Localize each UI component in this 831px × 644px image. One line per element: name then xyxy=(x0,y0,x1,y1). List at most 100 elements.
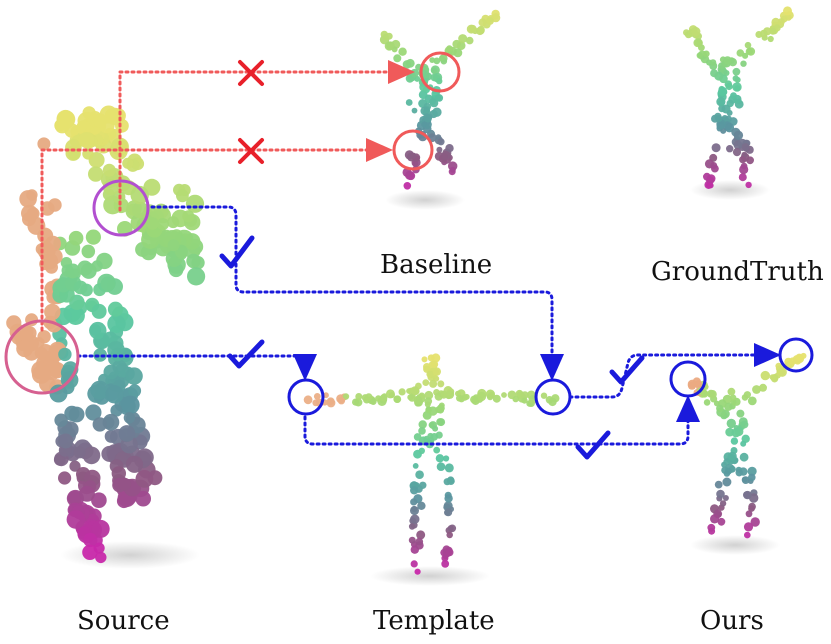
point xyxy=(468,24,477,33)
point xyxy=(81,244,96,259)
point xyxy=(85,404,102,421)
point xyxy=(741,143,750,151)
point xyxy=(733,130,744,140)
point xyxy=(406,388,412,394)
point xyxy=(716,489,725,499)
ours-point-cloud xyxy=(687,352,807,539)
point xyxy=(421,121,427,128)
point xyxy=(452,39,461,49)
point xyxy=(710,514,720,524)
point xyxy=(740,440,747,447)
point xyxy=(736,409,745,418)
point xyxy=(46,248,63,265)
point xyxy=(711,143,721,153)
point xyxy=(410,560,418,568)
point xyxy=(746,47,756,56)
point xyxy=(176,189,189,203)
source-hand-circle xyxy=(4,319,80,395)
point xyxy=(741,476,748,483)
source-label: Source xyxy=(77,606,170,636)
point xyxy=(410,152,417,159)
point xyxy=(408,536,416,544)
point xyxy=(91,519,110,538)
point xyxy=(732,67,741,76)
point xyxy=(92,417,108,432)
point xyxy=(393,395,402,404)
point xyxy=(122,157,134,169)
point xyxy=(49,362,61,374)
point xyxy=(732,75,739,82)
point xyxy=(185,194,205,213)
point xyxy=(111,466,127,481)
point xyxy=(492,394,501,403)
ground-truth-label: GroundTruth xyxy=(651,257,824,287)
point xyxy=(445,390,453,398)
point xyxy=(125,455,144,473)
point xyxy=(440,390,448,398)
point xyxy=(82,446,101,465)
point xyxy=(730,394,737,401)
point xyxy=(425,439,434,449)
point xyxy=(73,446,86,459)
point xyxy=(788,357,797,366)
point xyxy=(430,360,439,369)
point xyxy=(439,55,445,62)
point xyxy=(548,397,557,407)
template-label: Template xyxy=(373,606,495,636)
point xyxy=(418,420,427,429)
point xyxy=(719,500,727,507)
point xyxy=(432,425,439,432)
point xyxy=(747,466,757,476)
point xyxy=(711,164,719,173)
point xyxy=(732,82,742,92)
point xyxy=(354,398,363,407)
check-mark-icon xyxy=(227,339,265,369)
point xyxy=(521,397,528,404)
point xyxy=(403,182,412,190)
point xyxy=(425,406,432,414)
point xyxy=(734,427,744,437)
template-right-hand-circle xyxy=(534,378,572,416)
point xyxy=(83,532,98,548)
point xyxy=(703,50,710,58)
point xyxy=(747,396,757,406)
point xyxy=(716,121,725,130)
point xyxy=(722,477,732,487)
point xyxy=(123,412,136,424)
point xyxy=(68,406,85,423)
point xyxy=(486,17,494,25)
point xyxy=(703,399,711,406)
point xyxy=(540,392,548,399)
point xyxy=(444,463,454,473)
point xyxy=(431,67,438,74)
point xyxy=(167,239,180,252)
point xyxy=(37,137,51,151)
point xyxy=(433,446,441,454)
wrong-correspondence-arrow-hand xyxy=(118,60,415,212)
point xyxy=(313,393,321,400)
point xyxy=(477,25,485,34)
point xyxy=(103,364,119,380)
point xyxy=(432,107,442,117)
point xyxy=(77,260,93,276)
point xyxy=(739,156,747,164)
point xyxy=(424,390,434,400)
point xyxy=(760,370,770,381)
point xyxy=(135,490,151,507)
point xyxy=(417,501,426,510)
point xyxy=(446,45,453,52)
point xyxy=(740,420,749,429)
point xyxy=(135,470,154,488)
point xyxy=(33,337,45,349)
point xyxy=(436,146,443,153)
point xyxy=(67,490,82,505)
point xyxy=(407,394,414,401)
point xyxy=(707,523,716,532)
point xyxy=(743,522,754,532)
point xyxy=(100,276,116,292)
template-to-ours-arrow-right-hand xyxy=(568,343,781,399)
point xyxy=(726,145,734,153)
point xyxy=(743,490,752,500)
point xyxy=(58,347,72,362)
point xyxy=(723,470,731,477)
